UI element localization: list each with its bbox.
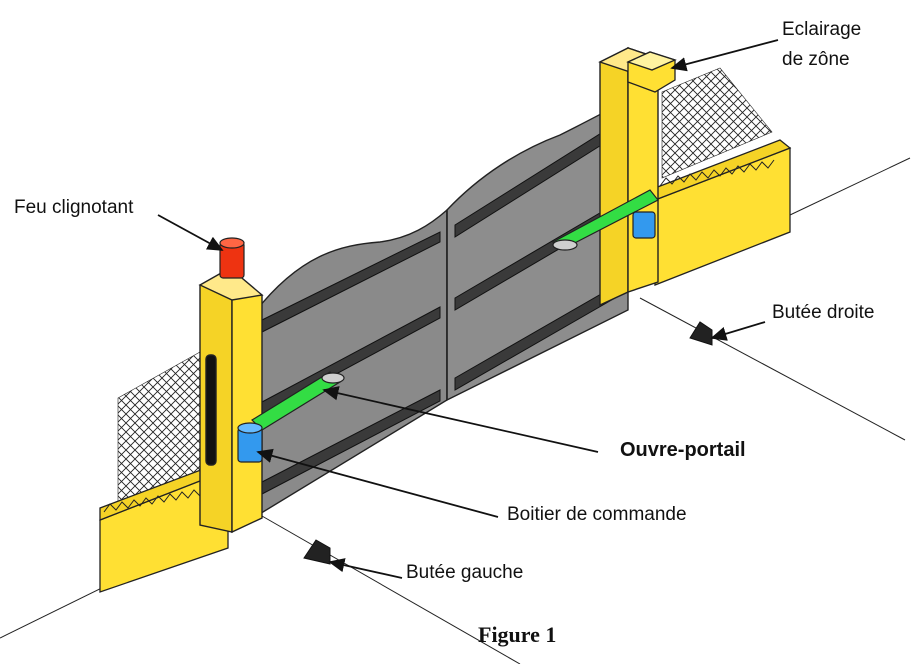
flashing-light (219, 237, 245, 279)
right-fence (661, 67, 773, 179)
label-boitier-de-commande: Boitier de commande (507, 504, 687, 525)
left-pillar (198, 267, 264, 534)
figure-caption: Figure 1 (478, 622, 557, 647)
left-opener (237, 371, 345, 463)
right-opener (551, 189, 659, 251)
stop-left (303, 539, 331, 565)
label-butee-droite: Butée droite (772, 302, 875, 323)
label-eclairage-line2: de zône (782, 49, 850, 70)
label-butee-gauche: Butée gauche (406, 562, 524, 583)
left-wall (99, 461, 230, 593)
leader-lines (157, 39, 779, 579)
label-eclairage-line1: Eclairage (782, 19, 862, 40)
stop-right (689, 321, 713, 346)
label-feu-clignotant: Feu clignotant (14, 197, 134, 218)
zone-light (626, 51, 677, 93)
label-ouvre-portail: Ouvre-portail (620, 439, 746, 461)
